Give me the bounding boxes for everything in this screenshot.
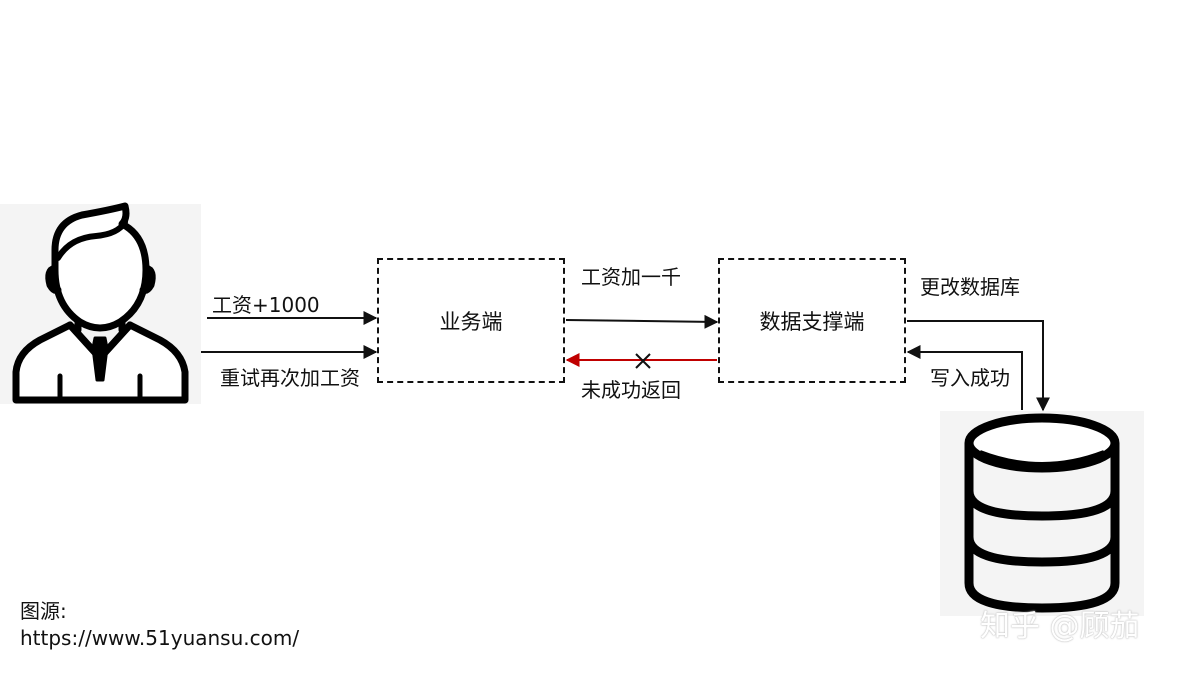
edge-write-success-arrow xyxy=(906,345,1023,410)
edge-salary-request-label: 工资+1000 xyxy=(212,293,320,317)
data-support-node-label: 数据支撑端 xyxy=(759,309,865,334)
edge-salary-add-arrow xyxy=(565,314,719,329)
database-icon xyxy=(964,413,1120,613)
watermark: 知乎 @顾茄 xyxy=(980,609,1140,644)
source-label: 图源: xyxy=(20,599,67,623)
business-node: 业务端 xyxy=(377,258,565,383)
edge-salary-add-label: 工资加一千 xyxy=(581,265,681,289)
failed-x-icon xyxy=(635,353,651,369)
edge-retry-label: 重试再次加工资 xyxy=(220,366,360,390)
person-icon xyxy=(12,202,189,404)
source-url: https://www.51yuansu.com/ xyxy=(20,626,300,650)
business-node-label: 业务端 xyxy=(439,309,503,334)
edge-failed-return-label: 未成功返回 xyxy=(581,378,681,402)
data-support-node: 数据支撑端 xyxy=(718,258,906,383)
edge-update-db-label: 更改数据库 xyxy=(920,275,1020,299)
edge-write-success-label: 写入成功 xyxy=(930,366,1010,390)
edge-update-db-arrow xyxy=(907,320,1050,412)
